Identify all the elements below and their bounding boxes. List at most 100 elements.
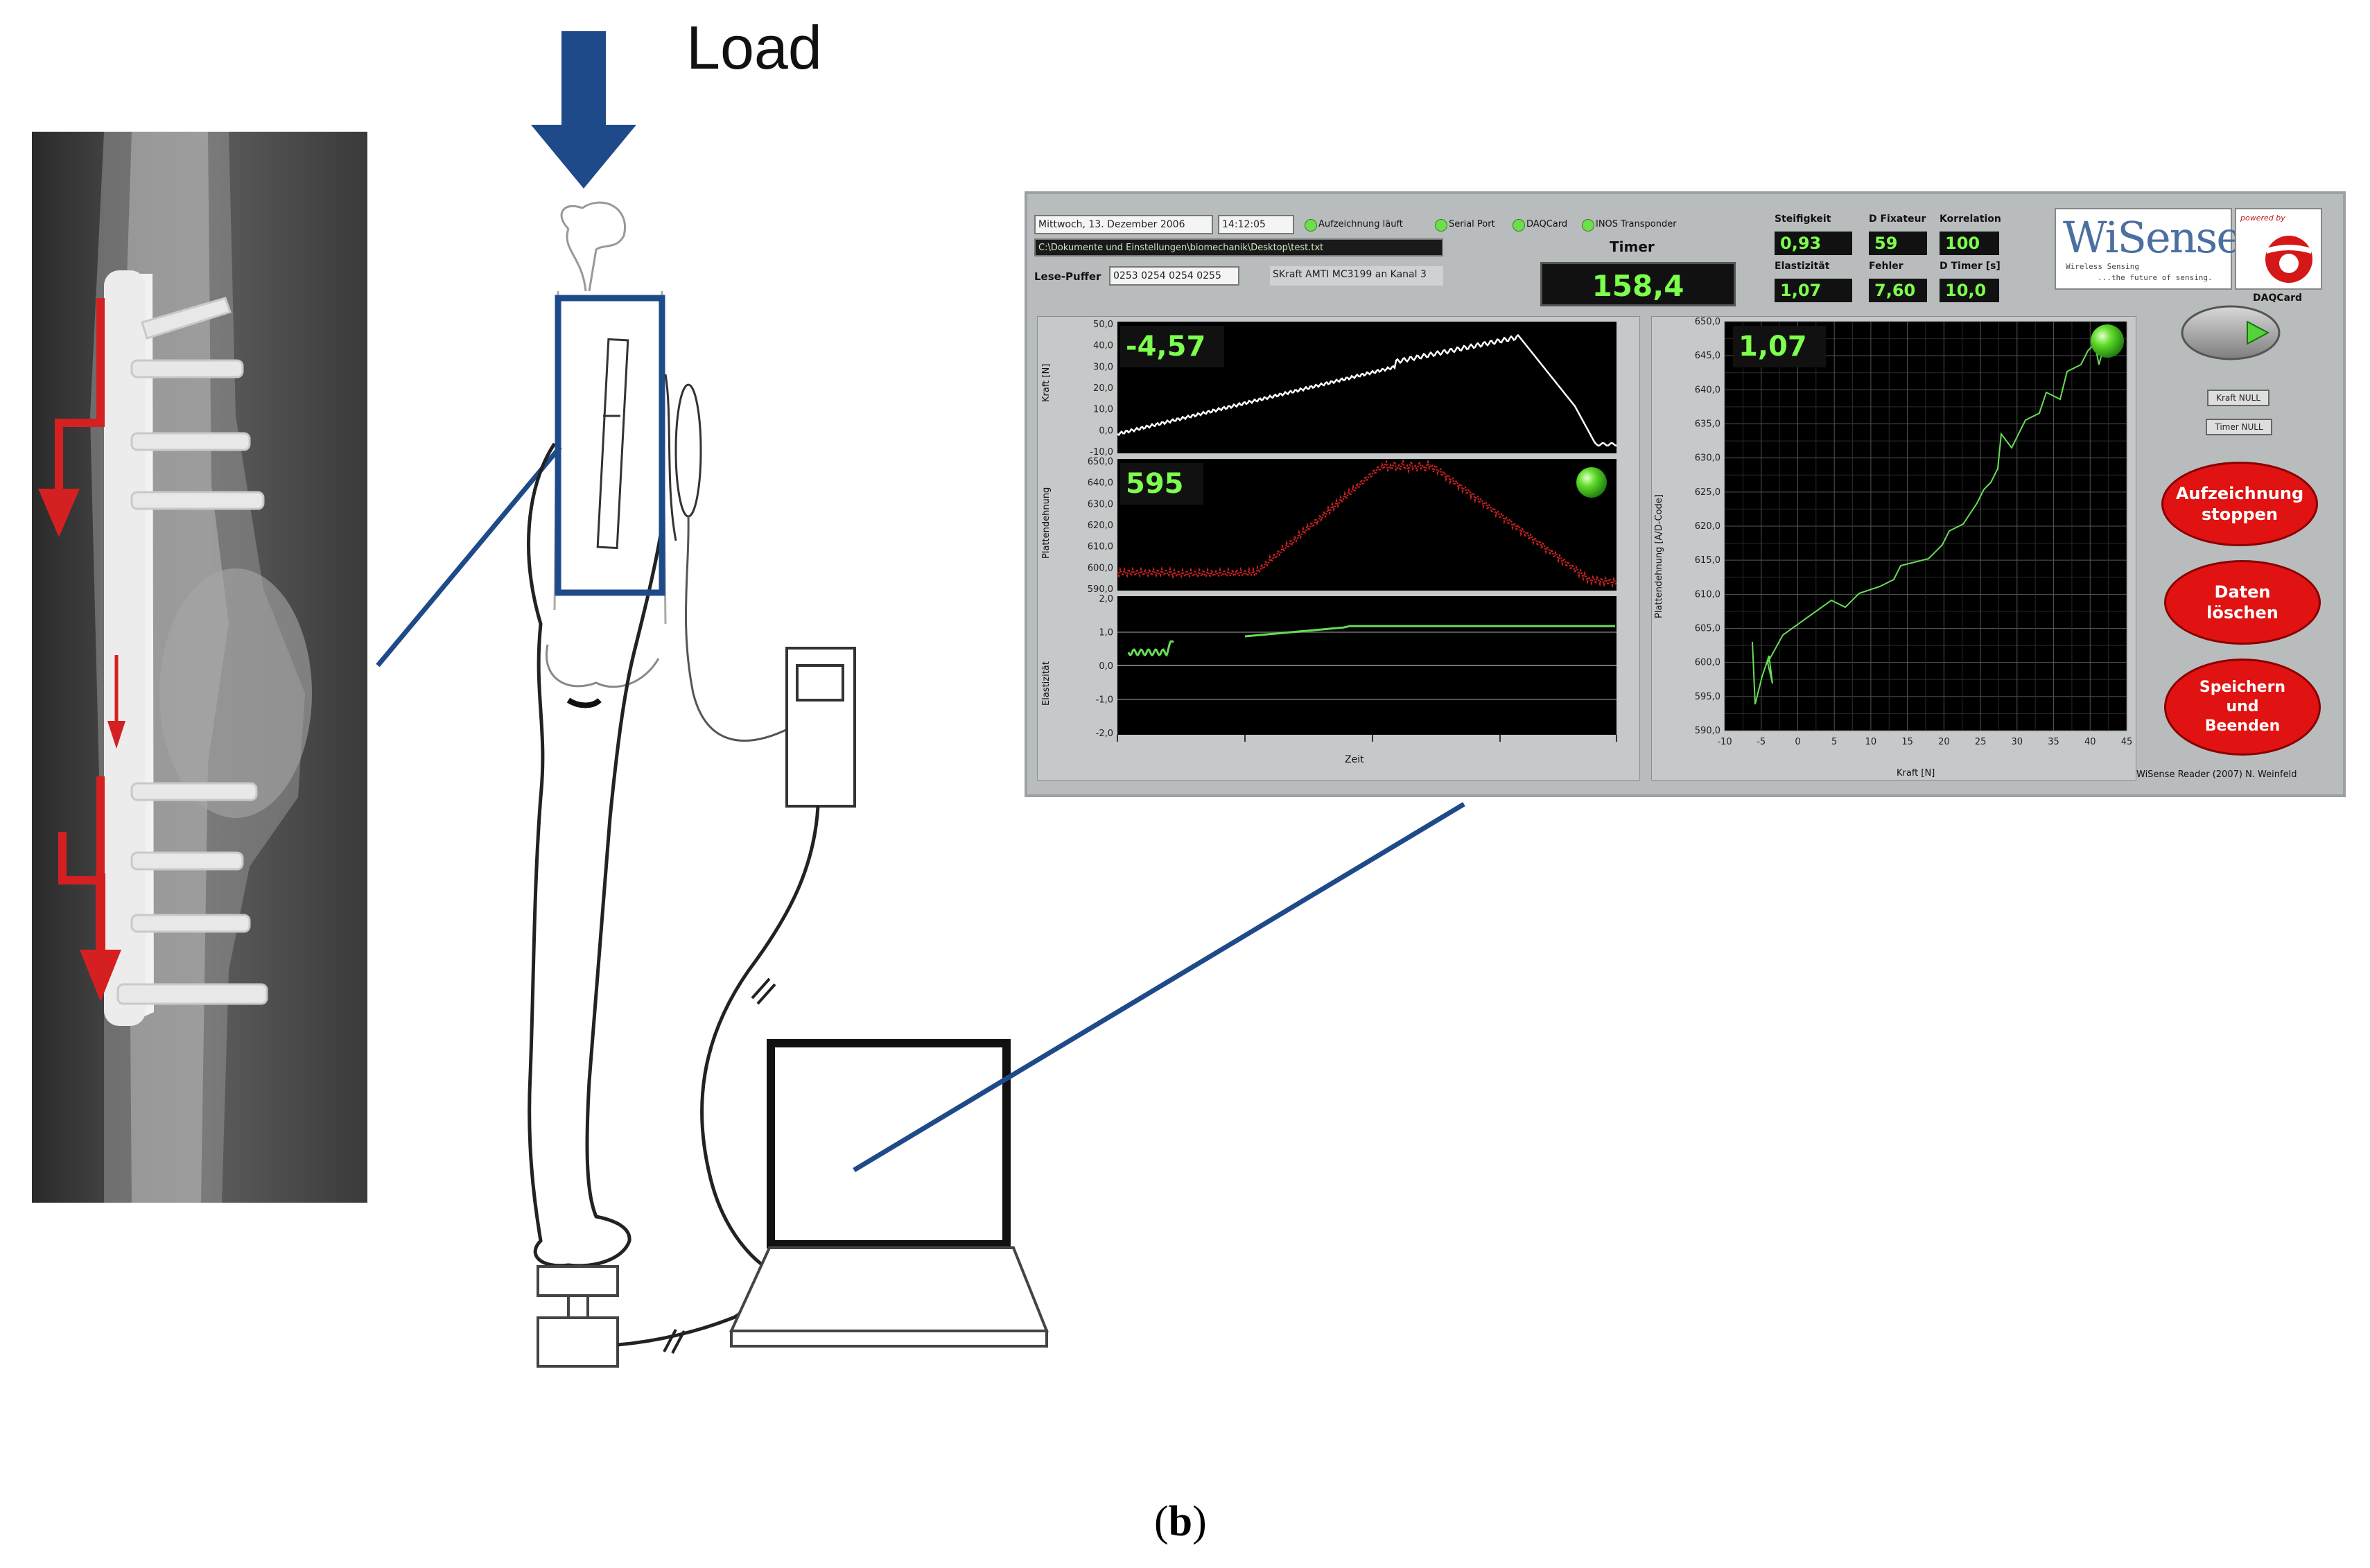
xy-xtick-7: 25 — [1975, 737, 1987, 747]
xy-ytick-8: 610,0 — [1695, 589, 1720, 600]
xy-ytick-7: 615,0 — [1695, 555, 1720, 566]
metric-label-elasticity: Elastizität — [1775, 261, 1830, 272]
metric-label-d-fixateur: D Fixateur — [1869, 214, 1926, 225]
led-recording-label: Aufzeichnung läuft — [1318, 219, 1403, 229]
xy-ytick-1: 645,0 — [1695, 351, 1720, 361]
kraft-ytick-tick-3: 20,0 — [1093, 383, 1113, 394]
daqcard-label: DAQCard — [2253, 293, 2303, 304]
xy-ytick-10: 600,0 — [1695, 658, 1720, 668]
dehnung-ytick-tick-3: 620,0 — [1088, 521, 1113, 531]
metric-label-correlation: Korrelation — [1940, 214, 2001, 225]
timer-value: 158,4 — [1540, 262, 1736, 306]
metric-value-d-timer: 10,0 — [1940, 279, 1999, 302]
save-exit-line1: Speichern — [2199, 679, 2286, 696]
kraft-ylabel: Kraft [N] — [1041, 363, 1052, 402]
xy-xtick-8: 30 — [2012, 737, 2023, 747]
dehnung-trace — [1116, 458, 1618, 589]
dehnung-ytick-tick-2: 630,0 — [1088, 499, 1113, 509]
xy-ylabel: Plattendehnung [A/D-Code] — [1654, 494, 1664, 618]
kraft-ytick-tick-1: 40,0 — [1093, 341, 1113, 351]
metric-value-elasticity: 1,07 — [1775, 279, 1852, 302]
xy-ytick-3: 635,0 — [1695, 419, 1720, 430]
wisense-logo-sub2: ...the future of sensing. — [2098, 273, 2213, 282]
kraft-ytick-tick-5: 0,0 — [1099, 426, 1113, 436]
time-series-plots: 50,040,030,020,010,00,0-10,0 650,0640,06… — [1037, 316, 1640, 781]
metric-value-stiffness: 0,93 — [1775, 232, 1852, 255]
elast-ytick-tick-1: 1,0 — [1099, 628, 1113, 638]
elast-ytick-tick-2: 0,0 — [1099, 661, 1113, 672]
elast-ytick-tick-0: 2,0 — [1099, 594, 1113, 604]
xy-xtick-3: 5 — [1831, 737, 1837, 747]
metric-value-error: 7,60 — [1869, 279, 1927, 302]
read-buffer-label: Lese-Puffer — [1034, 270, 1101, 283]
led-inos-transponder — [1582, 219, 1594, 232]
kraft-ytick-tick-4: 10,0 — [1093, 405, 1113, 415]
time-xlabel: Zeit — [1345, 754, 1364, 765]
kraft-ytick-tick-6: -10,0 — [1090, 447, 1113, 458]
force-strain-plot: 650,0645,0640,0635,0630,0625,0620,0615,0… — [1651, 316, 2136, 781]
metric-label-error: Fehler — [1869, 261, 1903, 272]
dehnung-ytick-tick-5: 600,0 — [1088, 563, 1113, 573]
daqcard-toggle[interactable] — [2181, 305, 2282, 362]
implant-region-box — [555, 295, 665, 596]
kraft-null-button[interactable]: Kraft NULL — [2207, 390, 2269, 406]
metric-value-correlation: 100 — [1940, 232, 1999, 255]
xy-xtick-10: 40 — [2084, 737, 2096, 747]
led-daqcard-label: DAQCard — [1526, 219, 1568, 229]
force-plate — [537, 1265, 619, 1368]
wisense-software-panel: Mittwoch, 13. Dezember 2006 14:12:05 Auf… — [1025, 191, 2346, 797]
date-field[interactable]: Mittwoch, 13. Dezember 2006 — [1034, 215, 1213, 234]
dehnung-ylabel: Plattendehnung — [1041, 487, 1052, 559]
sponsor-emblem-icon — [2265, 236, 2312, 283]
elast-ytick-tick-3: -1,0 — [1096, 695, 1113, 706]
leg-illustration — [527, 201, 791, 1268]
footer-credit: WiSense Reader (2007) N. Weinfeld — [2136, 769, 2297, 780]
wisense-logo-text: WiSense — [2063, 212, 2242, 263]
xy-xtick-4: 10 — [1865, 737, 1877, 747]
dehnung-ytick-tick-0: 650,0 — [1088, 457, 1113, 467]
caption-letter: b — [1168, 1498, 1193, 1545]
metric-label-d-timer: D Timer [s] — [1940, 261, 2001, 272]
xy-ytick-2: 640,0 — [1695, 385, 1720, 395]
metric-label-stiffness: Steifigkeit — [1775, 214, 1831, 225]
save-exit-line2: und — [2226, 698, 2259, 715]
dehnung-ytick-tick-1: 640,0 — [1088, 478, 1113, 489]
file-path-field[interactable]: C:\Dokumente und Einstellungen\biomechan… — [1034, 238, 1443, 256]
xy-ytick-4: 630,0 — [1695, 453, 1720, 464]
dehnung-readout: 595 — [1120, 463, 1203, 505]
timer-null-button[interactable]: Timer NULL — [2206, 419, 2272, 435]
timer-label: Timer — [1610, 238, 1655, 255]
wisense-logo-sub1: Wireless Sensing — [2066, 262, 2139, 271]
xray-image — [32, 132, 367, 1203]
sponsor-logo: powered by — [2235, 208, 2322, 290]
figure-caption: (b) — [1154, 1498, 1207, 1545]
delete-data-line2: löschen — [2206, 603, 2278, 622]
led-recording — [1305, 219, 1317, 232]
callout-line-xray — [376, 445, 562, 668]
xy-xtick-5: 15 — [1901, 737, 1913, 747]
dehnung-ytick-tick-4: 610,0 — [1088, 542, 1113, 552]
xy-ytick-5: 625,0 — [1695, 487, 1720, 498]
wisense-logo: WiSense Wireless Sensing ...the future o… — [2055, 208, 2242, 290]
xy-xtick-6: 20 — [1938, 737, 1950, 747]
kraft-ytick-tick-0: 50,0 — [1093, 320, 1113, 330]
elast-ytick-tick-4: -2,0 — [1096, 729, 1113, 739]
dehnung-status-led — [1576, 467, 1607, 498]
xy-xtick-0: -10 — [1717, 737, 1732, 747]
callout-line-laptop — [853, 801, 1465, 1173]
delete-data-line1: Daten — [2214, 582, 2271, 602]
load-label: Load — [686, 13, 822, 82]
elasticity-readout: 1,07 — [1733, 326, 1826, 367]
metric-value-d-fixateur: 59 — [1869, 232, 1927, 255]
xy-xlabel: Kraft [N] — [1897, 768, 1935, 778]
elast-trace-segment-2 — [1244, 625, 1615, 638]
kraft-trace — [1117, 333, 1617, 447]
time-field[interactable]: 14:12:05 — [1218, 215, 1294, 234]
stop-recording-line1: Aufzeichnung — [2175, 484, 2304, 503]
led-daqcard — [1513, 219, 1525, 232]
xy-ytick-12: 590,0 — [1695, 726, 1720, 736]
read-buffer-field: 0253 0254 0254 0255 — [1109, 266, 1239, 286]
